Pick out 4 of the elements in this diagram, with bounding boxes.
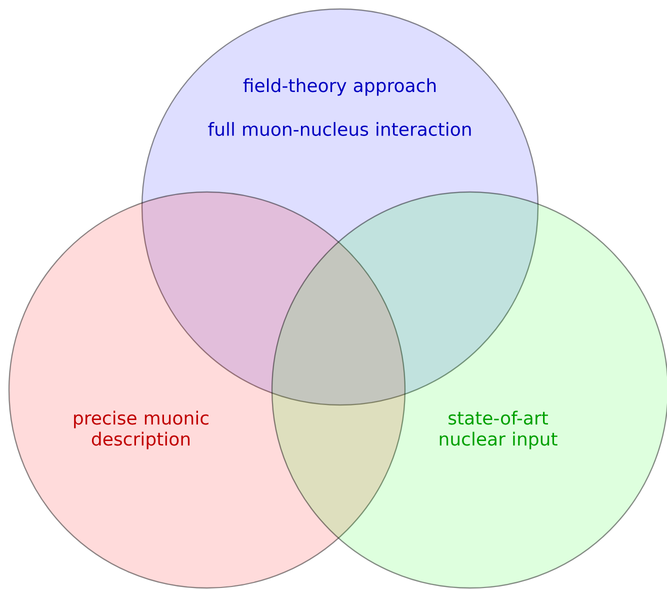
circle-label: field-theory approach	[243, 78, 436, 96]
circle-label: state-of-art nuclear input	[440, 410, 558, 450]
circle-label: full muon-nucleus interaction	[208, 122, 471, 136]
circle-label: precise muonic description	[74, 410, 208, 450]
